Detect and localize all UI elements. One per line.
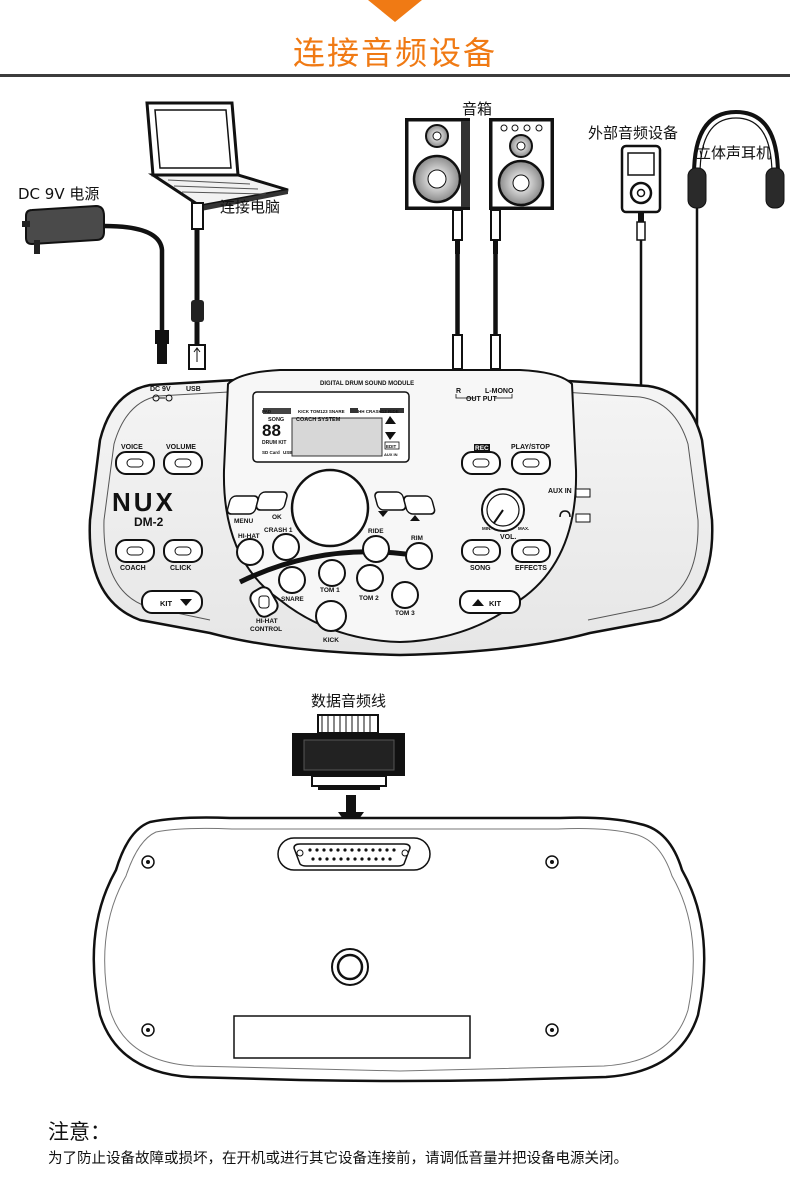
rim-pad-label: RIM [411, 535, 423, 542]
lcd-drum-kit: DRUM KIT [262, 440, 286, 446]
rec-button-label: REC [475, 445, 489, 452]
click-button-label: CLICK [170, 565, 191, 572]
kit-up-label: KIT [489, 599, 502, 608]
data-cable-label: 数据音频线 [311, 692, 387, 710]
drum-module [88, 369, 714, 657]
port-r-label: R [456, 388, 461, 395]
speaker-right-icon [405, 118, 470, 210]
crash1-pad-label: CRASH 1 [264, 527, 293, 534]
usb-cable [188, 202, 206, 370]
kit-down-label: KIT [160, 599, 173, 608]
song-button-label: SONG [470, 565, 491, 572]
snare-pad-label: SNARE [281, 596, 304, 603]
lcd-edit: EDIT [386, 444, 397, 449]
hihat-pad-label: HI-HAT [238, 533, 260, 540]
headphone-jack-icon [559, 510, 571, 518]
notice-text: 为了防止设备故障或损坏，在开机或进行其它设备连接前，请调低音量并把设备电源关闭。 [48, 1151, 628, 1167]
lcd-aux-in: AUX IN [384, 452, 398, 457]
coach-button-label: COACH [120, 565, 146, 572]
ride-pad-label: RIDE [368, 528, 384, 535]
tom1-pad-label: TOM 1 [320, 587, 340, 594]
speakers-label: 音箱 [462, 100, 493, 118]
play-stop-button-label: PLAY/STOP [511, 444, 550, 451]
brand-logo: NUX [112, 487, 176, 517]
down-arrow-icon [368, 0, 422, 22]
port-aux-label: AUX IN [548, 488, 572, 495]
lcd-pad-names-left: KICK TOM123 SNARE [298, 409, 345, 414]
volume-button-label: VOLUME [166, 444, 196, 451]
lcd-pad: PAD [262, 409, 272, 414]
power-adapter-icon [22, 204, 169, 364]
lcd-pad-names-right: HH CRASH12 RIDE [358, 409, 399, 414]
drum-module-back [92, 816, 706, 1083]
port-dc-label: DC 9V [150, 386, 171, 393]
power-label: DC 9V 电源 [18, 185, 100, 203]
headphones-label: 立体声耳机 [696, 144, 772, 162]
port-l-label: L-MONO [485, 388, 514, 395]
notice-title: 注意： [48, 1120, 111, 1144]
menu-button-label: MENU [234, 518, 253, 525]
hihat-control-label-1: HI-HAT [256, 618, 278, 625]
lcd-sd-card: SD Card [262, 450, 280, 455]
computer-label: 连接电脑 [220, 198, 281, 216]
module-title: DIGITAL DRUM SOUND MODULE [320, 381, 414, 387]
external-audio-label: 外部音频设备 [588, 124, 679, 142]
speaker-left-icon [489, 118, 554, 210]
volume-max-label: MAX. [518, 526, 529, 531]
volume-min-label: MIN. [482, 526, 492, 531]
hihat-control-label-2: CONTROL [250, 626, 282, 633]
tom3-pad-label: TOM 3 [395, 610, 415, 617]
page-title: 连接音频设备 [292, 34, 497, 72]
data-cable-connector-icon [292, 714, 405, 790]
lcd-usb: USB [283, 450, 293, 455]
volume-knob-label: VOL. [500, 534, 516, 541]
model-label: DM-2 [134, 515, 164, 529]
speaker-cables [452, 209, 501, 381]
effects-button-label: EFFECTS [515, 565, 547, 572]
lcd-coach-system: COACH SYSTEM [296, 417, 341, 423]
ok-button-label: OK [272, 514, 282, 521]
voice-button-label: VOICE [121, 444, 143, 451]
lcd-digits: 88 [262, 421, 281, 440]
lcd-song: SONG [268, 417, 284, 423]
port-usb-label: USB [186, 386, 201, 393]
tom2-pad-label: TOM 2 [359, 595, 379, 602]
kick-pad-label: KICK [323, 637, 339, 644]
laptop-icon [145, 101, 289, 211]
title-divider [0, 74, 790, 77]
port-output-label: OUT PUT [466, 396, 497, 403]
